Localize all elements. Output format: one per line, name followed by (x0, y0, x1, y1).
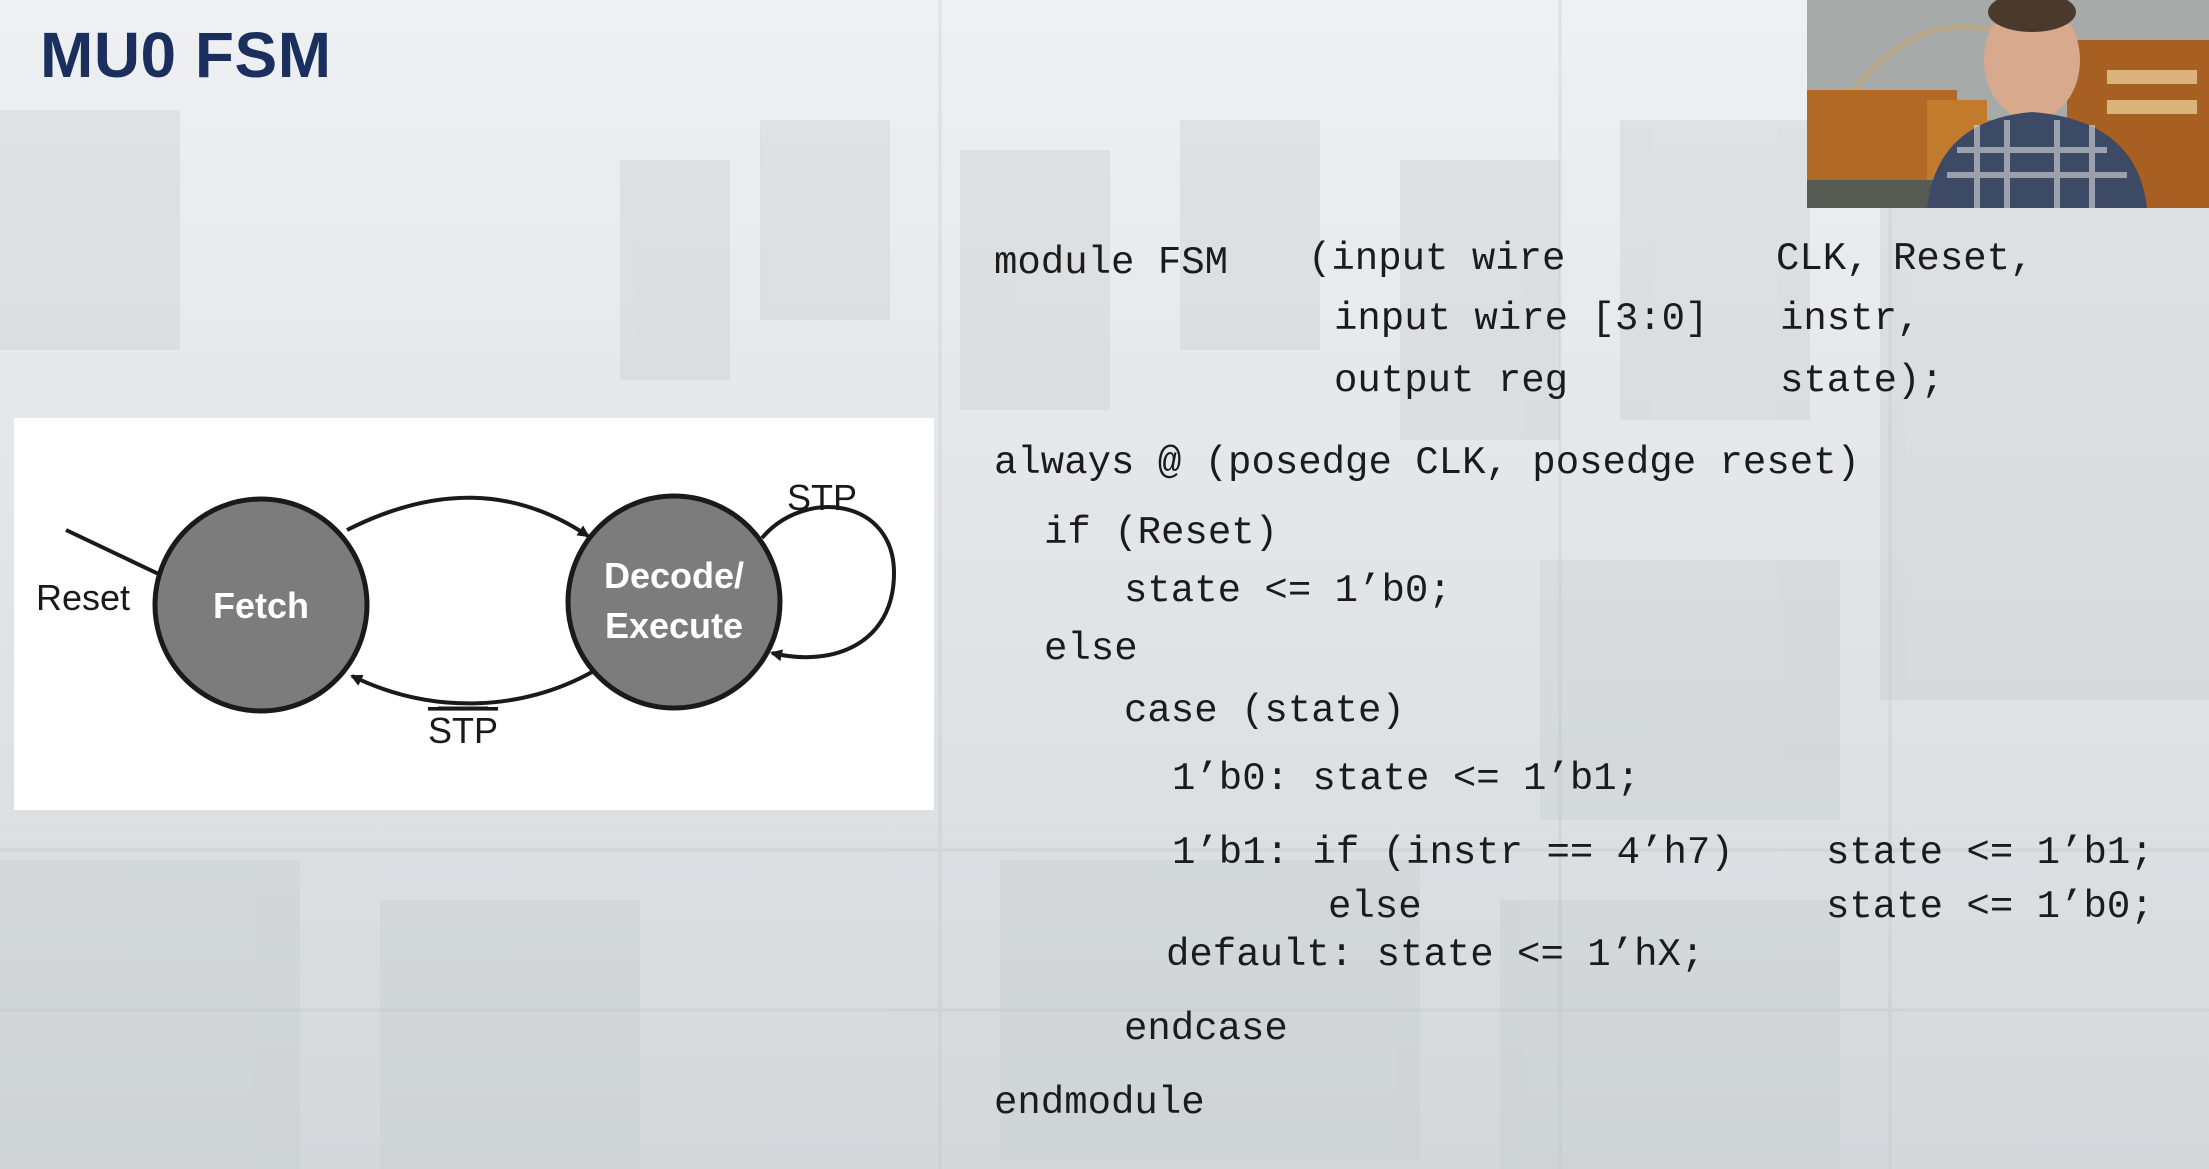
decode-self-loop-arrow (760, 505, 897, 662)
fsm-diagram: Reset STP STP Fetch Decode/ Execute (36, 477, 897, 751)
fetch-to-decode-arrow (346, 495, 590, 538)
state-decode-label-line1: Decode/ (604, 555, 744, 596)
reset-transition-arrow (65, 528, 169, 580)
slide-title: MU0 FSM (40, 19, 332, 91)
state-decode-execute: Decode/ Execute (565, 493, 783, 711)
state-fetch: Fetch (152, 496, 370, 714)
stp-bar-label: STP (428, 710, 498, 751)
fsm-diagram-panel: Reset STP STP Fetch Decode/ Execute (14, 418, 934, 810)
state-fetch-label: Fetch (213, 585, 309, 626)
stp-self-loop-label: STP (787, 477, 857, 518)
decode-to-fetch-arrow (350, 670, 593, 706)
reset-transition-label: Reset (36, 577, 130, 618)
presenter-webcam (1807, 0, 2209, 208)
state-decode-label-line2: Execute (605, 605, 743, 646)
presenter-video-icon (1807, 0, 2209, 208)
